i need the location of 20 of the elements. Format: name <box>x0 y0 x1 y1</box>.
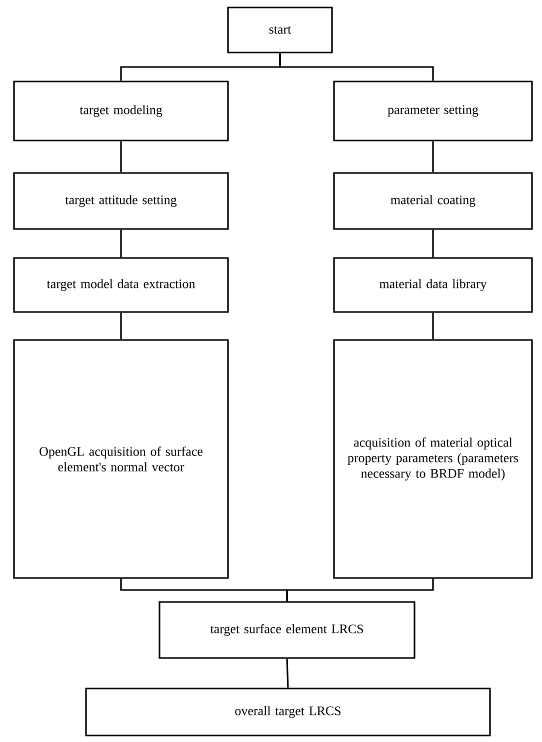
process-box: target surface element LRCS <box>158 601 416 659</box>
connector-line <box>120 312 122 340</box>
connector-line <box>279 53 434 81</box>
process-box: OpenGL acquisition of surface element's normal vector <box>13 339 229 579</box>
process-box: start <box>227 6 333 54</box>
connector-line <box>432 312 434 340</box>
connector-line <box>120 230 122 258</box>
connector-line <box>120 141 122 172</box>
process-box: material data library <box>333 257 533 313</box>
connector-line <box>432 230 434 258</box>
process-box: acquisition of material optical property parameters (parameters necessary to BRDF model) <box>333 339 533 579</box>
process-box: material coating <box>333 172 533 230</box>
process-box: target attitude setting <box>13 172 229 230</box>
process-box: parameter setting <box>333 80 533 142</box>
connector-line <box>286 658 289 688</box>
connector-line <box>432 141 434 172</box>
process-box: target model data extraction <box>13 257 229 313</box>
connector-line <box>286 578 434 602</box>
process-box: overall target LRCS <box>85 688 491 736</box>
process-box: target modeling <box>13 80 229 142</box>
